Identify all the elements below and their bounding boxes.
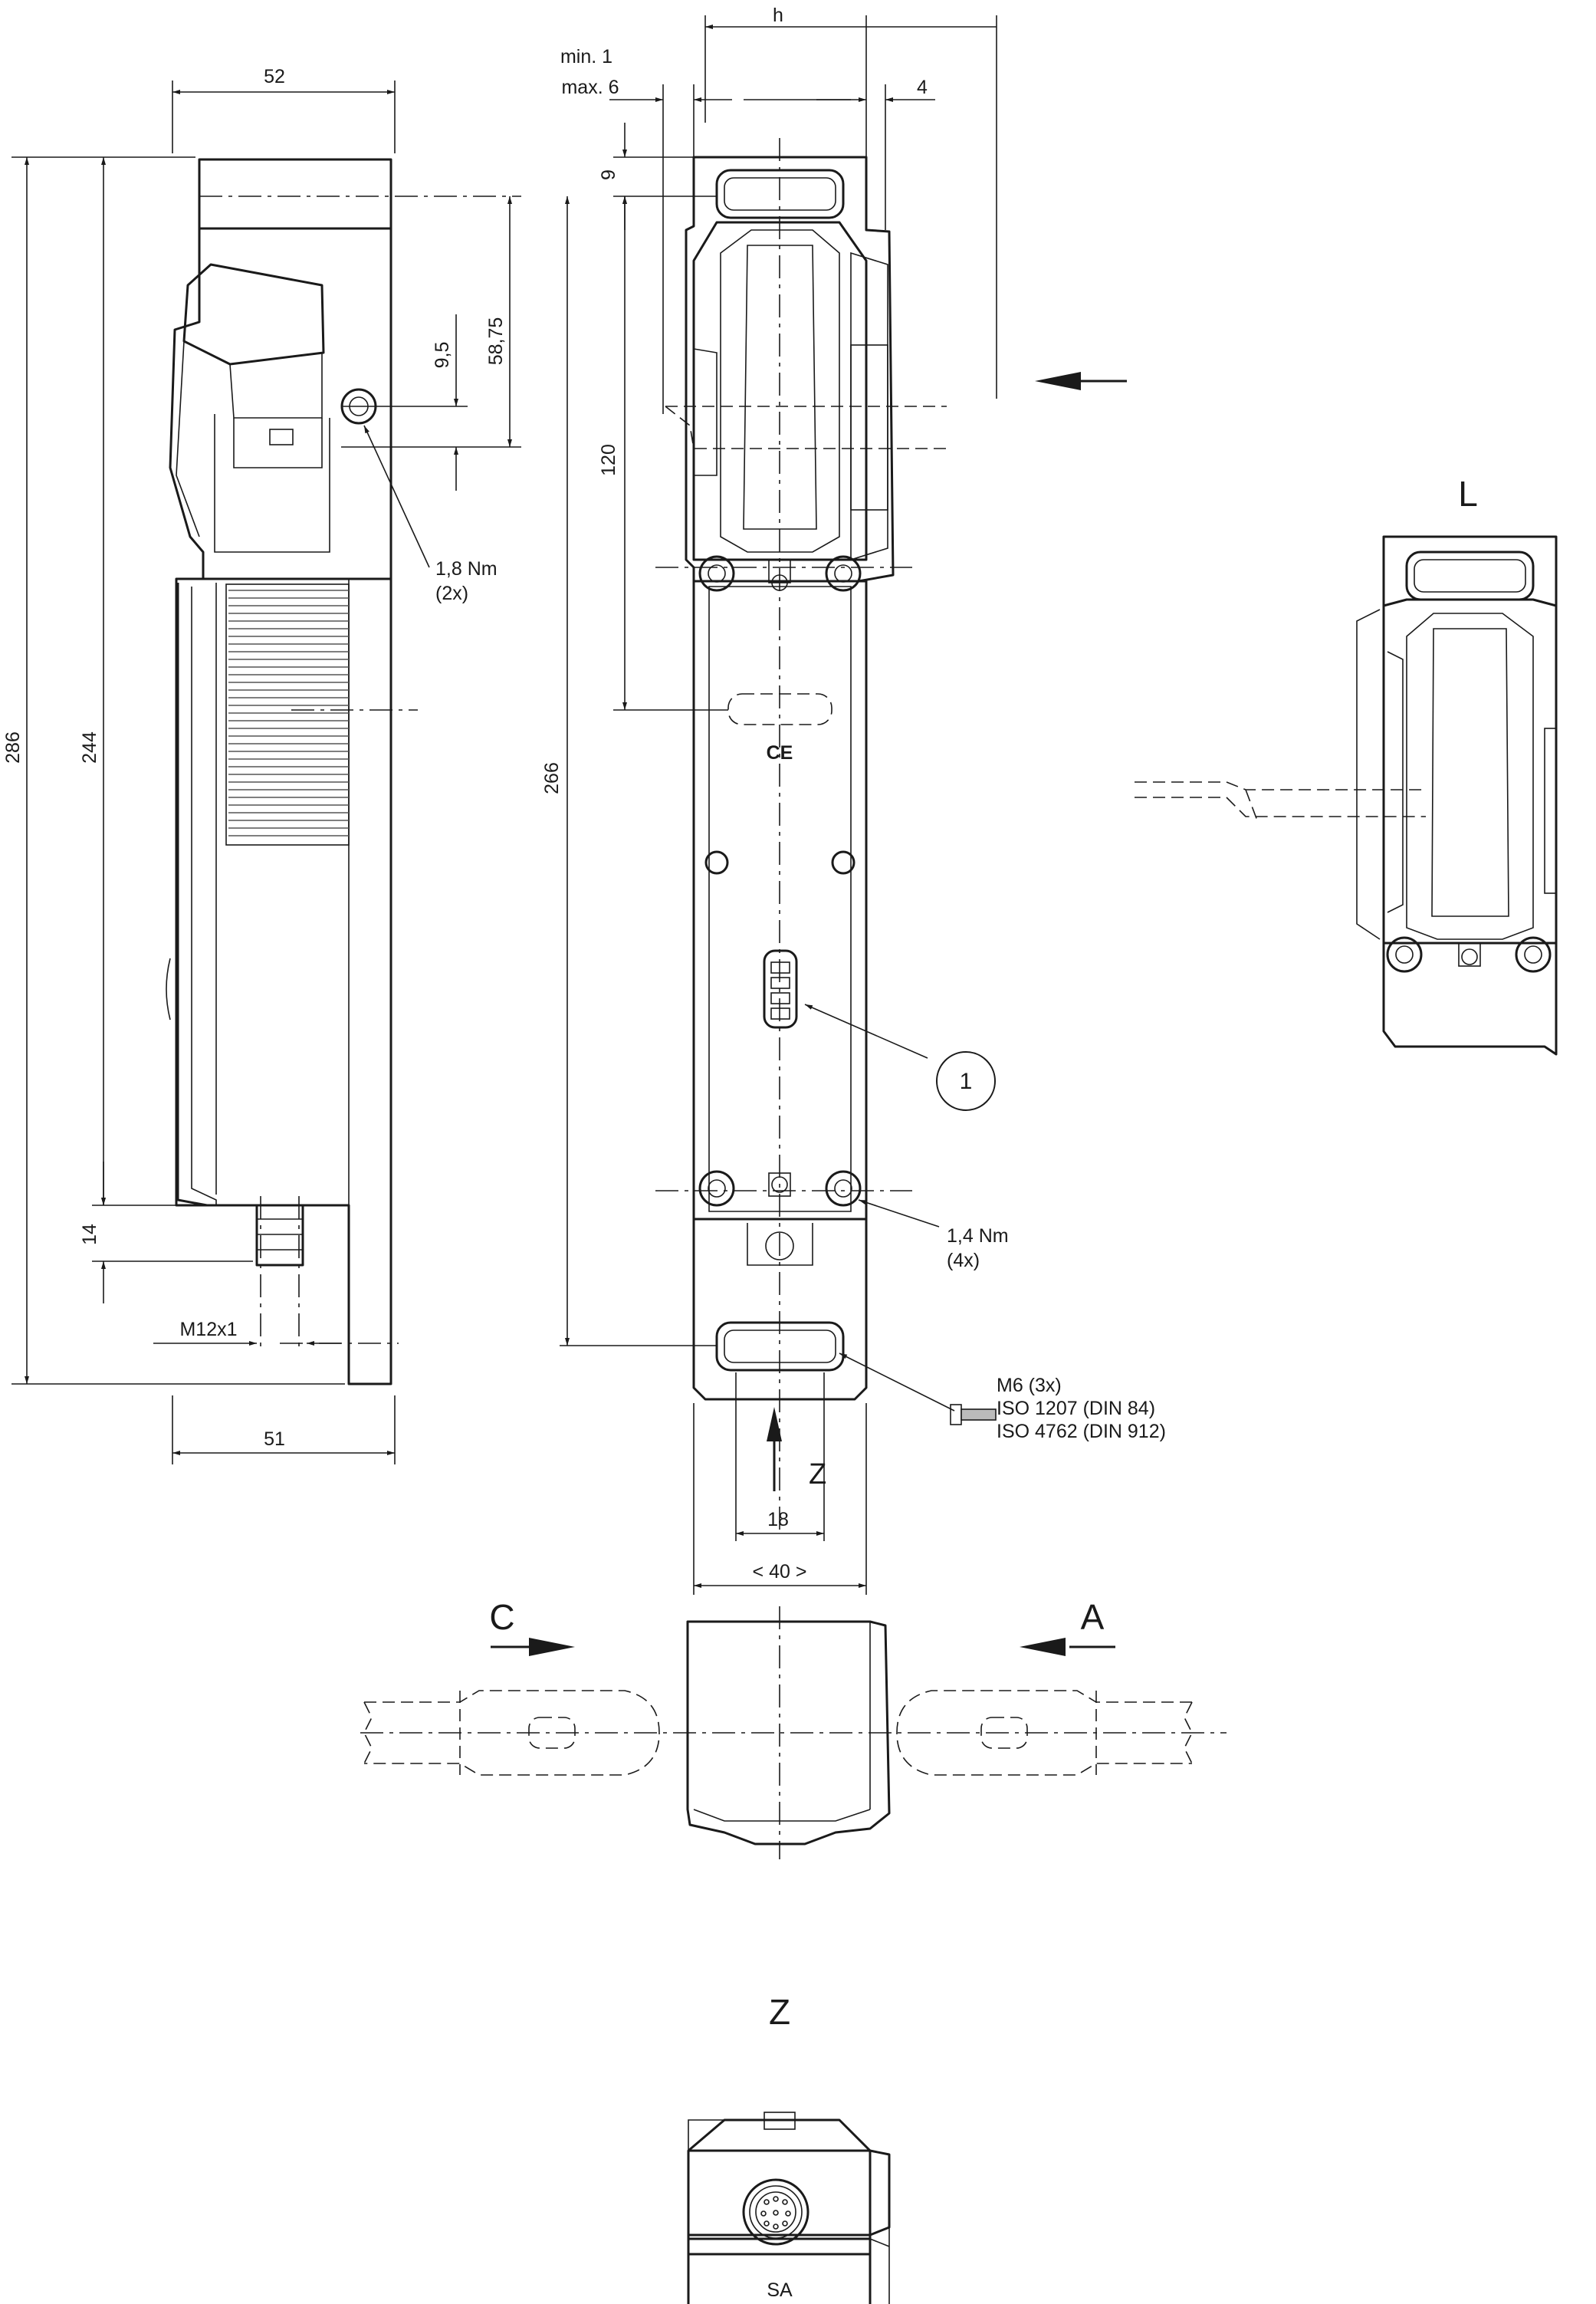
cooling-fins <box>228 590 349 836</box>
torque-count-2: (4x) <box>947 1250 980 1271</box>
view-l-label: L <box>1458 474 1478 514</box>
torque-count-1: (2x) <box>435 583 468 604</box>
screw-spec-2: ISO 1207 (DIN 84) <box>997 1398 1155 1419</box>
dim-total-height: 286 <box>2 731 24 764</box>
side-view-dimensions <box>11 81 521 1464</box>
torque-label-1: 1,8 Nm <box>435 558 498 580</box>
dim-width-40: < 40 > <box>753 1561 807 1583</box>
view-z-caption: SA <box>767 2279 793 2301</box>
direction-a-label: A <box>1081 1597 1105 1637</box>
side-view <box>166 158 521 1385</box>
callout-1-label: 1 <box>960 1069 973 1094</box>
dim-offset-4: 4 <box>917 77 928 98</box>
dim-min-gap: min. 1 <box>560 46 612 67</box>
direction-c-label: C <box>489 1597 514 1637</box>
front-view-dimensions <box>560 15 1127 1595</box>
view-z-title: Z <box>769 1992 790 2032</box>
view-z-arrow-label: Z <box>809 1458 826 1491</box>
dim-height-244: 244 <box>79 731 100 764</box>
dim-width-top: 52 <box>264 66 285 87</box>
dim-width-18: 18 <box>767 1509 789 1530</box>
dim-max-gap: max. 6 <box>561 77 619 98</box>
dim-height-266: 266 <box>541 762 563 794</box>
dim-height-9-5: 9,5 <box>432 342 453 369</box>
dim-h: h <box>773 5 783 26</box>
screw-spec-1: M6 (3x) <box>997 1375 1062 1396</box>
front-view <box>655 138 947 1533</box>
ce-mark: CE <box>767 742 793 764</box>
dim-height-58-75: 58,75 <box>485 317 507 366</box>
dim-height-14: 14 <box>79 1224 100 1245</box>
dim-height-120: 120 <box>598 444 619 476</box>
dim-width-bottom: 51 <box>264 1428 285 1450</box>
view-l <box>1135 535 1558 1056</box>
screw-icon <box>950 1404 997 1425</box>
callout-1-circle <box>936 1051 996 1111</box>
torque-label-2: 1,4 Nm <box>947 1225 1009 1247</box>
dim-height-9: 9 <box>598 169 619 180</box>
dim-thread: M12x1 <box>179 1319 237 1340</box>
screw-spec-3: ISO 4762 (DIN 912) <box>997 1421 1166 1442</box>
top-view <box>360 1606 1227 1859</box>
view-z <box>687 2112 891 2304</box>
